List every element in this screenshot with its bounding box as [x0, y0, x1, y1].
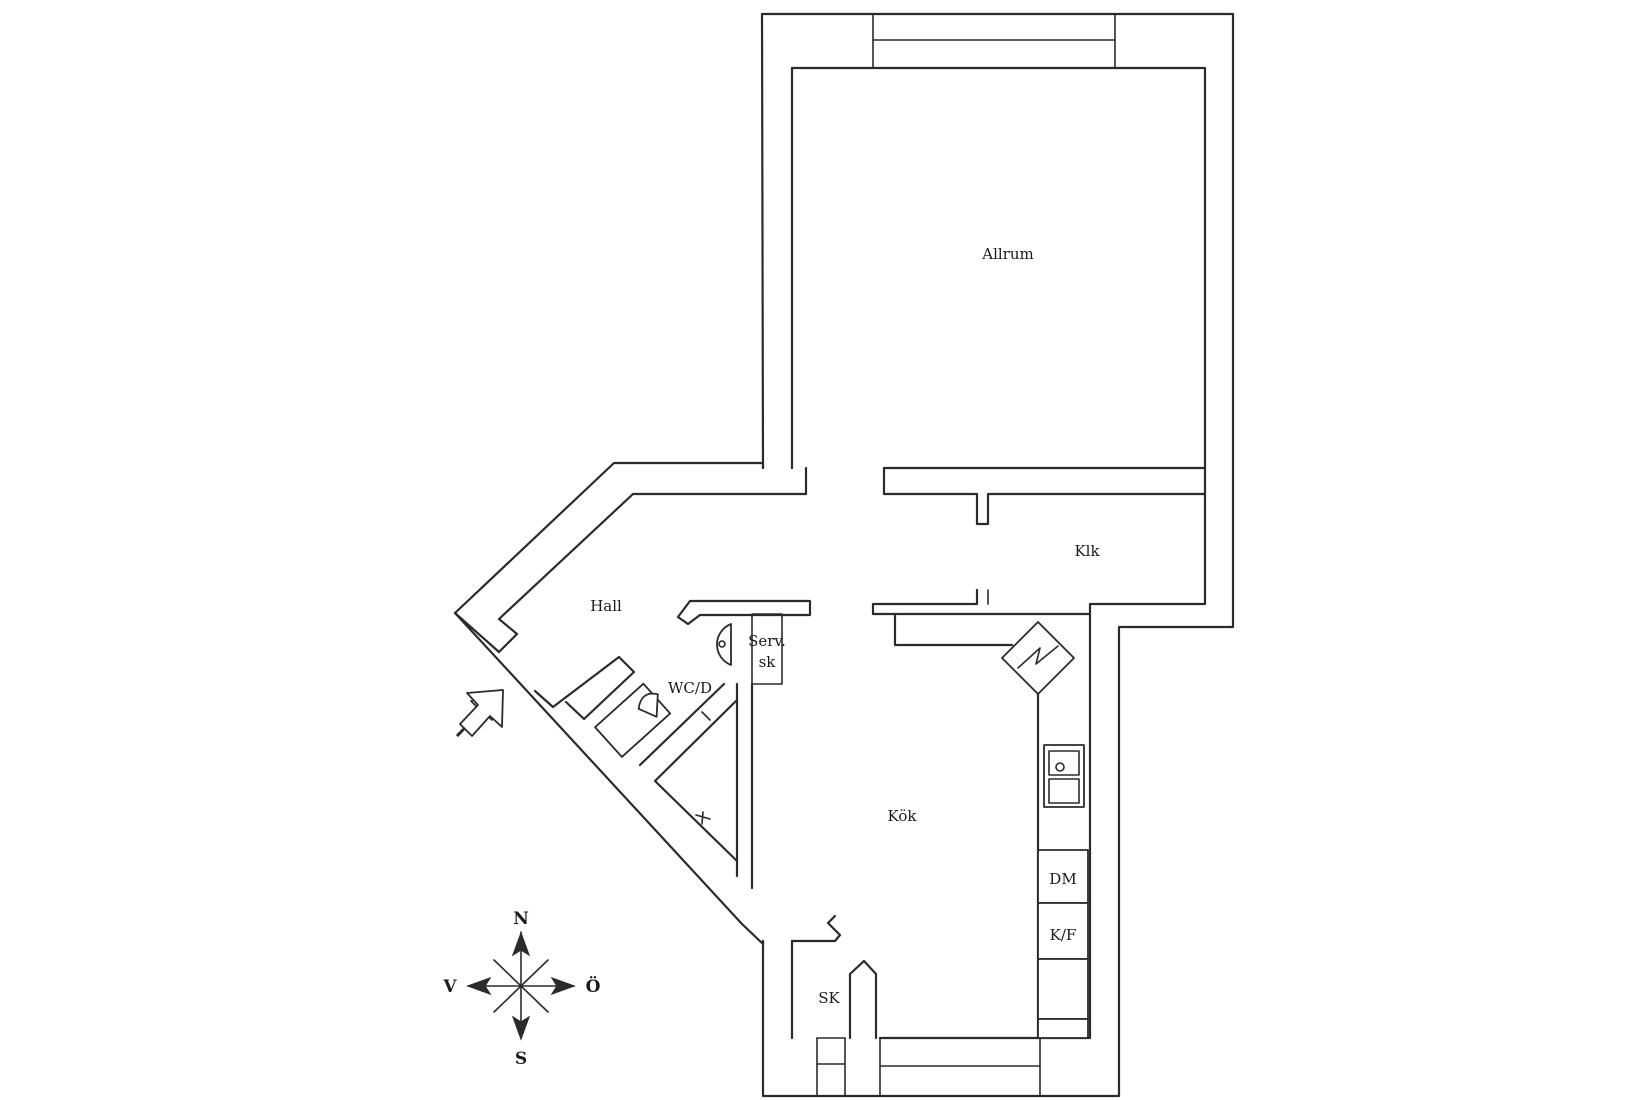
label-allrum: Allrum — [981, 245, 1033, 263]
compass-south: S — [515, 1049, 527, 1069]
label-sk: SK — [818, 989, 840, 1007]
west-arrow-icon — [466, 976, 492, 996]
south-arrow-icon — [511, 1015, 531, 1041]
compass: N S V Ö — [442, 909, 600, 1069]
label-dm: DM — [1049, 870, 1076, 888]
label-serv: Serv. — [748, 632, 786, 650]
east-arrow-icon — [550, 976, 576, 996]
label-serv-sk: sk — [759, 653, 777, 671]
label-klk: Klk — [1074, 542, 1100, 560]
compass-east: Ö — [586, 976, 601, 997]
compass-west: V — [442, 977, 457, 997]
serv-sk-closet — [751, 613, 783, 685]
cabinet — [1037, 958, 1089, 1020]
outer-walls — [453, 12, 1235, 1098]
room-labels: Allrum Klk Hall WC/D Serv. sk Kök SK DM … — [590, 245, 1100, 1007]
entrance-arrow-shape — [459, 689, 504, 737]
sink-icon — [1043, 744, 1085, 808]
label-kf: K/F — [1050, 926, 1077, 944]
fridge-freezer — [1037, 902, 1089, 960]
kitchen-fixtures — [1001, 621, 1089, 1040]
cabinet-bottom — [1037, 1018, 1089, 1039]
north-window — [872, 13, 1116, 41]
compass-north: N — [513, 909, 529, 929]
label-hall: Hall — [590, 597, 622, 615]
north-arrow-icon — [511, 931, 531, 957]
interior-walls — [533, 466, 1207, 1040]
label-kok: Kök — [888, 807, 918, 825]
label-wc: WC/D — [668, 679, 712, 697]
wash-basin-icon — [716, 623, 732, 666]
wc-fixtures — [594, 623, 732, 825]
